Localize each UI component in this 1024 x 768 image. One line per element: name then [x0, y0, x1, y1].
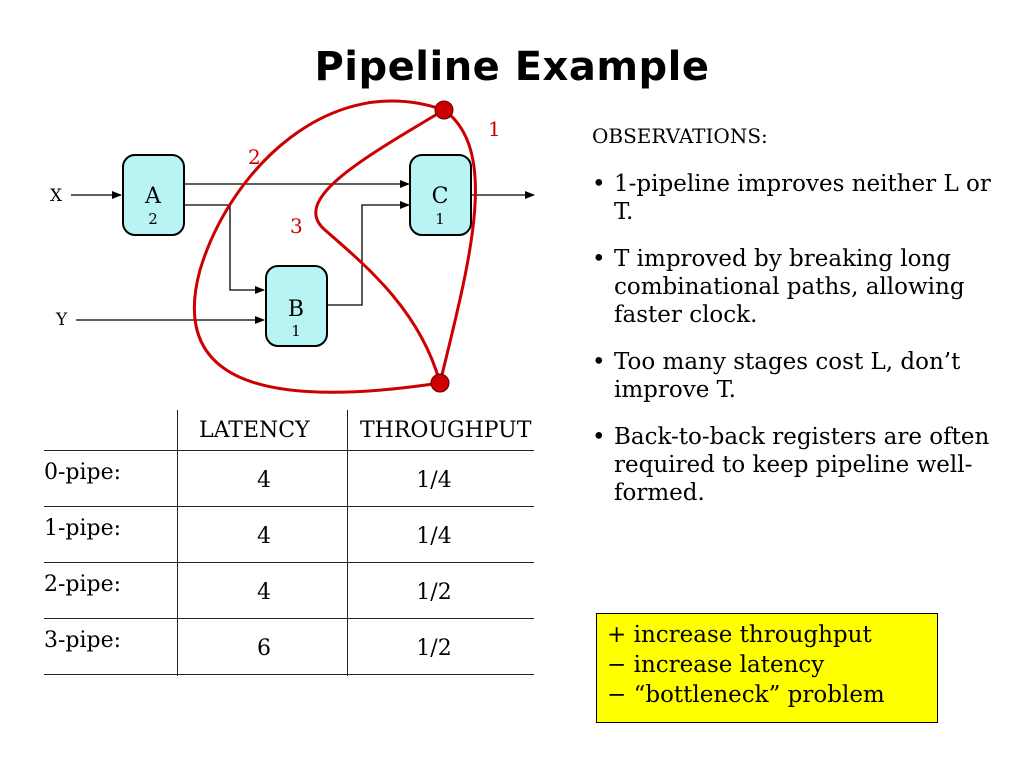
list-item: • 1-pipeline improves neither L or T. — [592, 170, 1012, 226]
pipeline-contours — [192, 99, 477, 394]
cell-throughput: 1/4 — [416, 524, 452, 549]
table-col-line-1 — [177, 410, 178, 676]
node-c: C 1 — [409, 154, 472, 236]
header-latency: LATENCY — [199, 418, 310, 443]
row-label: 0-pipe: — [44, 460, 122, 485]
bullet-dot-icon: • — [592, 349, 606, 375]
register-dot-top — [434, 100, 454, 120]
list-item: • T improved by breaking long combination… — [592, 245, 1012, 329]
contour-label-1: 1 — [488, 117, 501, 141]
contour-1 — [438, 108, 477, 384]
table-row-line — [44, 618, 534, 619]
row-label: 1-pipe: — [44, 516, 122, 541]
cell-latency: 4 — [257, 524, 271, 549]
bullet-text: T improved by breaking long combinationa… — [614, 246, 965, 328]
bullet-dot-icon: • — [592, 424, 606, 450]
list-item: • Too many stages cost L, don’t improve T… — [592, 348, 1012, 404]
pipeline-diagram: A 2 B 1 C 1 X Y 1 2 3 — [50, 99, 535, 394]
row-label: 2-pipe: — [44, 572, 122, 597]
contour-label-3: 3 — [290, 214, 303, 238]
bullet-text: Too many stages cost L, don’t improve T. — [614, 349, 961, 403]
bullet-dot-icon: • — [592, 246, 606, 272]
cell-throughput: 1/2 — [416, 636, 452, 661]
row-label: 3-pipe: — [44, 628, 122, 653]
node-c-label: C — [432, 184, 449, 209]
node-a: A 2 — [122, 154, 185, 236]
contour-2 — [192, 99, 445, 394]
slide-title: Pipeline Example — [314, 44, 710, 90]
node-b-label: B — [288, 297, 304, 322]
table-row-line — [44, 674, 534, 675]
summary-line: + increase throughput — [607, 622, 872, 648]
observations-title: OBSERVATIONS: — [592, 124, 768, 148]
cell-throughput: 1/4 — [416, 468, 452, 493]
input-x-label: X — [50, 186, 63, 206]
bullet-dot-icon: • — [592, 171, 606, 197]
register-dot-bottom — [430, 373, 450, 393]
node-a-label: A — [144, 184, 162, 209]
cell-latency: 4 — [257, 580, 271, 605]
table-row-line — [44, 450, 534, 451]
observations-list: • 1-pipeline improves neither L or T. • T … — [592, 170, 1012, 526]
cell-latency: 4 — [257, 468, 271, 493]
table-row-line — [44, 562, 534, 563]
wire-b-to-c — [328, 201, 410, 306]
bullet-text: 1-pipeline improves neither L or T. — [614, 171, 991, 225]
header-throughput: THROUGHPUT — [360, 418, 532, 443]
summary-line: − “bottleneck” problem — [607, 682, 885, 708]
table-row-line — [44, 506, 534, 507]
list-item: • Back-to-back registers are often requir… — [592, 423, 1012, 507]
summary-box: + increase throughput − increase latency… — [596, 613, 938, 723]
summary-line: − increase latency — [607, 652, 825, 678]
wires — [71, 180, 535, 324]
node-a-latency: 2 — [148, 210, 158, 228]
node-b-latency: 1 — [291, 322, 301, 340]
node-b: B 1 — [265, 265, 328, 347]
contour-3 — [314, 108, 445, 384]
bullet-text: Back-to-back registers are often require… — [614, 424, 990, 506]
cell-latency: 6 — [257, 636, 271, 661]
wire-a-to-b — [184, 204, 265, 294]
pipeline-table: LATENCY THROUGHPUT 0-pipe: 4 1/4 1-pipe:… — [44, 410, 544, 680]
contour-label-2: 2 — [248, 145, 261, 169]
node-c-latency: 1 — [435, 210, 445, 228]
table-col-line-2 — [347, 410, 348, 676]
input-y-label: Y — [55, 310, 68, 330]
cell-throughput: 1/2 — [416, 580, 452, 605]
